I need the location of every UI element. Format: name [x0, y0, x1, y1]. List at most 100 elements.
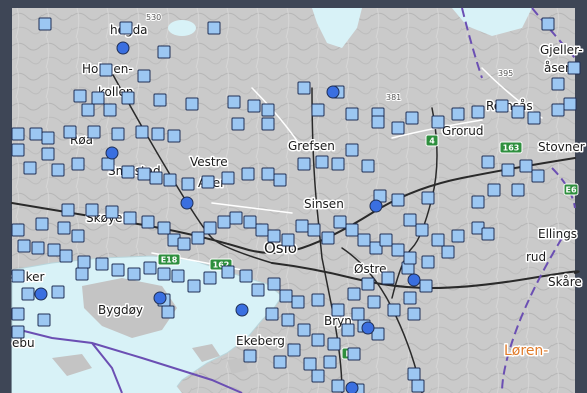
square-marker-icon[interactable]: [451, 107, 465, 121]
square-marker-icon[interactable]: [241, 167, 255, 181]
square-marker-icon[interactable]: [143, 261, 157, 275]
square-marker-icon[interactable]: [103, 103, 117, 117]
square-marker-icon[interactable]: [11, 325, 25, 339]
square-marker-icon[interactable]: [221, 265, 235, 279]
square-marker-icon[interactable]: [387, 303, 401, 317]
square-marker-icon[interactable]: [265, 307, 279, 321]
square-marker-icon[interactable]: [163, 173, 177, 187]
square-marker-icon[interactable]: [31, 241, 45, 255]
square-marker-icon[interactable]: [191, 231, 205, 245]
square-marker-icon[interactable]: [201, 175, 215, 189]
square-marker-icon[interactable]: [21, 287, 35, 301]
square-marker-icon[interactable]: [153, 93, 167, 107]
square-marker-icon[interactable]: [75, 267, 89, 281]
square-marker-icon[interactable]: [243, 349, 257, 363]
square-marker-icon[interactable]: [185, 97, 199, 111]
square-marker-icon[interactable]: [161, 305, 175, 319]
square-marker-icon[interactable]: [51, 163, 65, 177]
square-marker-icon[interactable]: [361, 277, 375, 291]
square-marker-icon[interactable]: [471, 105, 485, 119]
square-marker-icon[interactable]: [297, 81, 311, 95]
square-marker-icon[interactable]: [331, 379, 345, 393]
square-marker-icon[interactable]: [81, 103, 95, 117]
map-viewport[interactable]: hogdaHolmen-kollenRøaSmestadVestreAkerSk…: [11, 7, 586, 393]
square-marker-icon[interactable]: [261, 103, 275, 117]
square-marker-icon[interactable]: [47, 243, 61, 257]
circle-marker-icon[interactable]: [361, 321, 375, 335]
square-marker-icon[interactable]: [403, 213, 417, 227]
square-marker-icon[interactable]: [123, 211, 137, 225]
square-marker-icon[interactable]: [281, 313, 295, 327]
square-marker-icon[interactable]: [227, 95, 241, 109]
square-marker-icon[interactable]: [279, 289, 293, 303]
square-marker-icon[interactable]: [471, 195, 485, 209]
square-marker-icon[interactable]: [367, 295, 381, 309]
circle-marker-icon[interactable]: [326, 85, 340, 99]
square-marker-icon[interactable]: [419, 279, 433, 293]
square-marker-icon[interactable]: [345, 223, 359, 237]
square-marker-icon[interactable]: [315, 155, 329, 169]
square-marker-icon[interactable]: [451, 229, 465, 243]
square-marker-icon[interactable]: [137, 69, 151, 83]
square-marker-icon[interactable]: [347, 347, 361, 361]
square-marker-icon[interactable]: [239, 269, 253, 283]
square-marker-icon[interactable]: [121, 91, 135, 105]
square-marker-icon[interactable]: [287, 343, 301, 357]
square-marker-icon[interactable]: [351, 307, 365, 321]
square-marker-icon[interactable]: [297, 323, 311, 337]
square-marker-icon[interactable]: [391, 243, 405, 257]
square-marker-icon[interactable]: [119, 21, 133, 35]
square-marker-icon[interactable]: [111, 127, 125, 141]
square-marker-icon[interactable]: [41, 147, 55, 161]
square-marker-icon[interactable]: [59, 249, 73, 263]
circle-marker-icon[interactable]: [180, 196, 194, 210]
circle-marker-icon[interactable]: [235, 303, 249, 317]
square-marker-icon[interactable]: [11, 269, 25, 283]
square-marker-icon[interactable]: [221, 171, 235, 185]
square-marker-icon[interactable]: [407, 367, 421, 381]
square-marker-icon[interactable]: [567, 61, 581, 75]
square-marker-icon[interactable]: [371, 327, 385, 341]
square-marker-icon[interactable]: [411, 379, 425, 393]
circle-marker-icon[interactable]: [407, 273, 421, 287]
square-marker-icon[interactable]: [91, 91, 105, 105]
square-marker-icon[interactable]: [127, 267, 141, 281]
square-marker-icon[interactable]: [391, 121, 405, 135]
square-marker-icon[interactable]: [63, 125, 77, 139]
square-marker-icon[interactable]: [35, 217, 49, 231]
square-marker-icon[interactable]: [207, 21, 221, 35]
square-marker-icon[interactable]: [41, 131, 55, 145]
square-marker-icon[interactable]: [311, 103, 325, 117]
square-marker-icon[interactable]: [29, 127, 43, 141]
circle-marker-icon[interactable]: [116, 41, 130, 55]
square-marker-icon[interactable]: [407, 307, 421, 321]
circle-marker-icon[interactable]: [153, 291, 167, 305]
square-marker-icon[interactable]: [247, 99, 261, 113]
circle-marker-icon[interactable]: [345, 381, 359, 393]
square-marker-icon[interactable]: [519, 159, 533, 173]
square-marker-icon[interactable]: [11, 127, 25, 141]
square-marker-icon[interactable]: [71, 229, 85, 243]
square-marker-icon[interactable]: [501, 163, 515, 177]
square-marker-icon[interactable]: [273, 355, 287, 369]
square-marker-icon[interactable]: [251, 283, 265, 297]
square-marker-icon[interactable]: [267, 277, 281, 291]
square-marker-icon[interactable]: [431, 115, 445, 129]
square-marker-icon[interactable]: [311, 293, 325, 307]
square-marker-icon[interactable]: [391, 193, 405, 207]
square-marker-icon[interactable]: [551, 77, 565, 91]
square-marker-icon[interactable]: [345, 107, 359, 121]
square-marker-icon[interactable]: [23, 161, 37, 175]
square-marker-icon[interactable]: [217, 215, 231, 229]
square-marker-icon[interactable]: [157, 45, 171, 59]
square-marker-icon[interactable]: [331, 157, 345, 171]
square-marker-icon[interactable]: [531, 169, 545, 183]
square-marker-icon[interactable]: [61, 203, 75, 217]
square-marker-icon[interactable]: [243, 215, 257, 229]
square-marker-icon[interactable]: [297, 157, 311, 171]
square-marker-icon[interactable]: [73, 89, 87, 103]
square-marker-icon[interactable]: [203, 221, 217, 235]
square-marker-icon[interactable]: [295, 219, 309, 233]
square-marker-icon[interactable]: [267, 229, 281, 243]
square-marker-icon[interactable]: [361, 159, 375, 173]
